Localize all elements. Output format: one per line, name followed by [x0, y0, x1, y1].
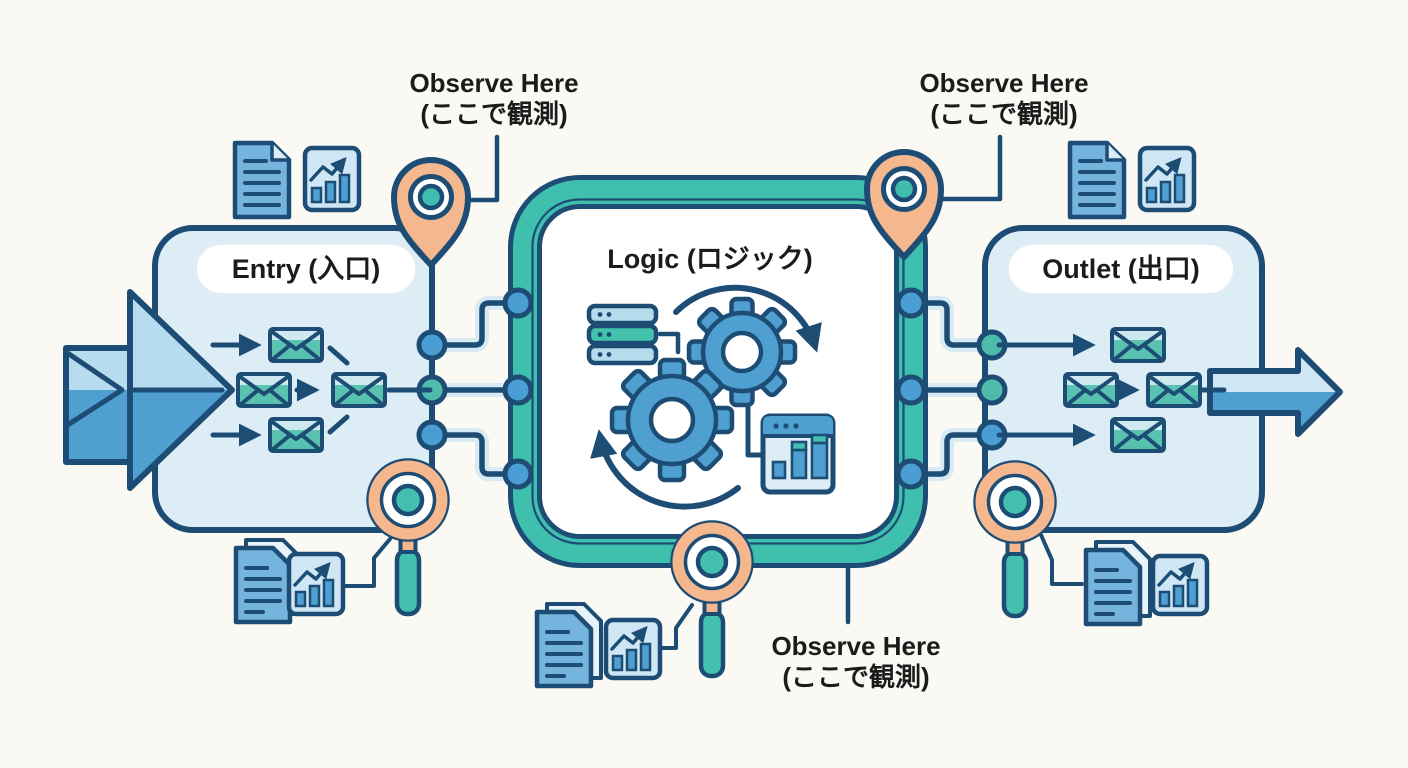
map-pin-icon [864, 149, 944, 260]
cycle-arrow-icon [673, 284, 822, 353]
document-icon [232, 140, 292, 220]
magnifying-glass-icon [973, 460, 1057, 619]
outlet-title: Outlet (出口) [1042, 254, 1200, 284]
observe-label-line2: (ここで観測) [782, 662, 930, 692]
gears-icon [590, 284, 822, 510]
entry-title-pill [195, 243, 417, 295]
bar-chart-icon [1137, 145, 1197, 213]
envelope-icon [268, 417, 324, 453]
tap-node [895, 458, 927, 490]
tap-node [416, 419, 448, 451]
documents-stack-icon [1083, 540, 1152, 627]
observe-label-top-right: Observe Here (ここで観測) [874, 68, 1134, 130]
analytics-window-icon [745, 405, 836, 495]
observe-label-line1: Observe Here [409, 68, 579, 98]
tap-node [502, 287, 534, 319]
outbound-arrow-icon [1207, 347, 1343, 437]
observe-label-line1: Observe Here [771, 631, 941, 661]
server-stack-icon [586, 303, 681, 366]
magnifying-glass-icon [366, 458, 450, 617]
link-line [1036, 526, 1084, 586]
observe-label-line2: (ここで観測) [930, 99, 1078, 129]
observe-label-line2: (ここで観測) [420, 99, 568, 129]
envelope-icon [1110, 417, 1166, 453]
tap-nodes [416, 287, 1008, 490]
tap-node [502, 374, 534, 406]
envelope-icon [1063, 372, 1119, 408]
tap-node [895, 287, 927, 319]
entry-message-flow [210, 327, 433, 453]
bar-chart-icon [1150, 553, 1210, 617]
observe-label-top-left: Observe Here (ここで観測) [364, 68, 624, 130]
envelope-icon [331, 372, 387, 408]
observe-label-line1: Observe Here [919, 68, 1089, 98]
link-line [661, 603, 694, 650]
map-pin-icon [391, 157, 471, 268]
documents-stack-icon [534, 602, 603, 689]
logic-title: Logic (ロジック) [607, 244, 813, 274]
entry-title: Entry (入口) [231, 254, 381, 284]
outlet-message-flow [996, 327, 1227, 453]
envelope-icon [268, 327, 324, 363]
annotation-leader-lines [463, 134, 1003, 625]
tap-node [895, 374, 927, 406]
bar-chart-icon [286, 551, 346, 617]
observe-label-bottom: Observe Here (ここで観測) [726, 631, 986, 693]
tap-node [416, 329, 448, 361]
tap-node [976, 374, 1008, 406]
link-line [344, 537, 392, 588]
cycle-arrow-icon [590, 429, 741, 510]
envelope-icon [1110, 327, 1166, 363]
tap-node [502, 458, 534, 490]
envelope-icon [236, 372, 292, 408]
bar-chart-icon [603, 617, 663, 681]
envelope-icon [1146, 372, 1202, 408]
entry-panel [152, 225, 435, 533]
bar-chart-icon [302, 145, 362, 213]
outlet-title-pill [1007, 243, 1235, 295]
inbound-arrow-icon [63, 289, 235, 491]
document-icon [1067, 140, 1127, 220]
magnifying-glass-icon [670, 520, 754, 679]
